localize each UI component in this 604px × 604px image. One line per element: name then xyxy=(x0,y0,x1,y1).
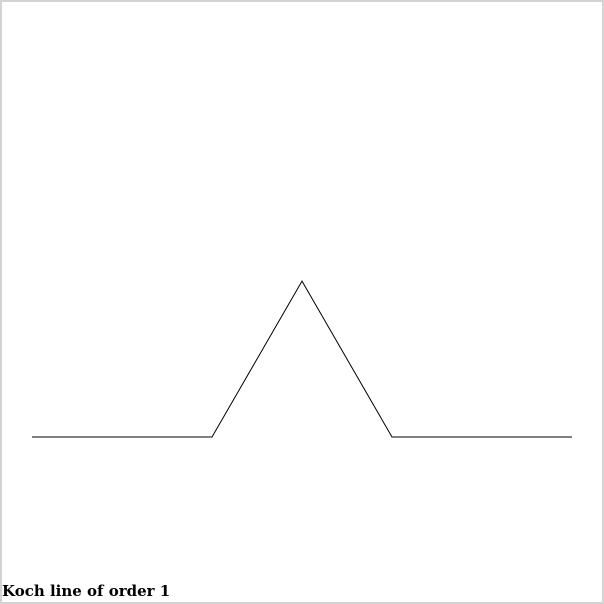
caption-text: Koch line of order 1 xyxy=(2,582,171,600)
koch-line-path xyxy=(32,280,572,438)
